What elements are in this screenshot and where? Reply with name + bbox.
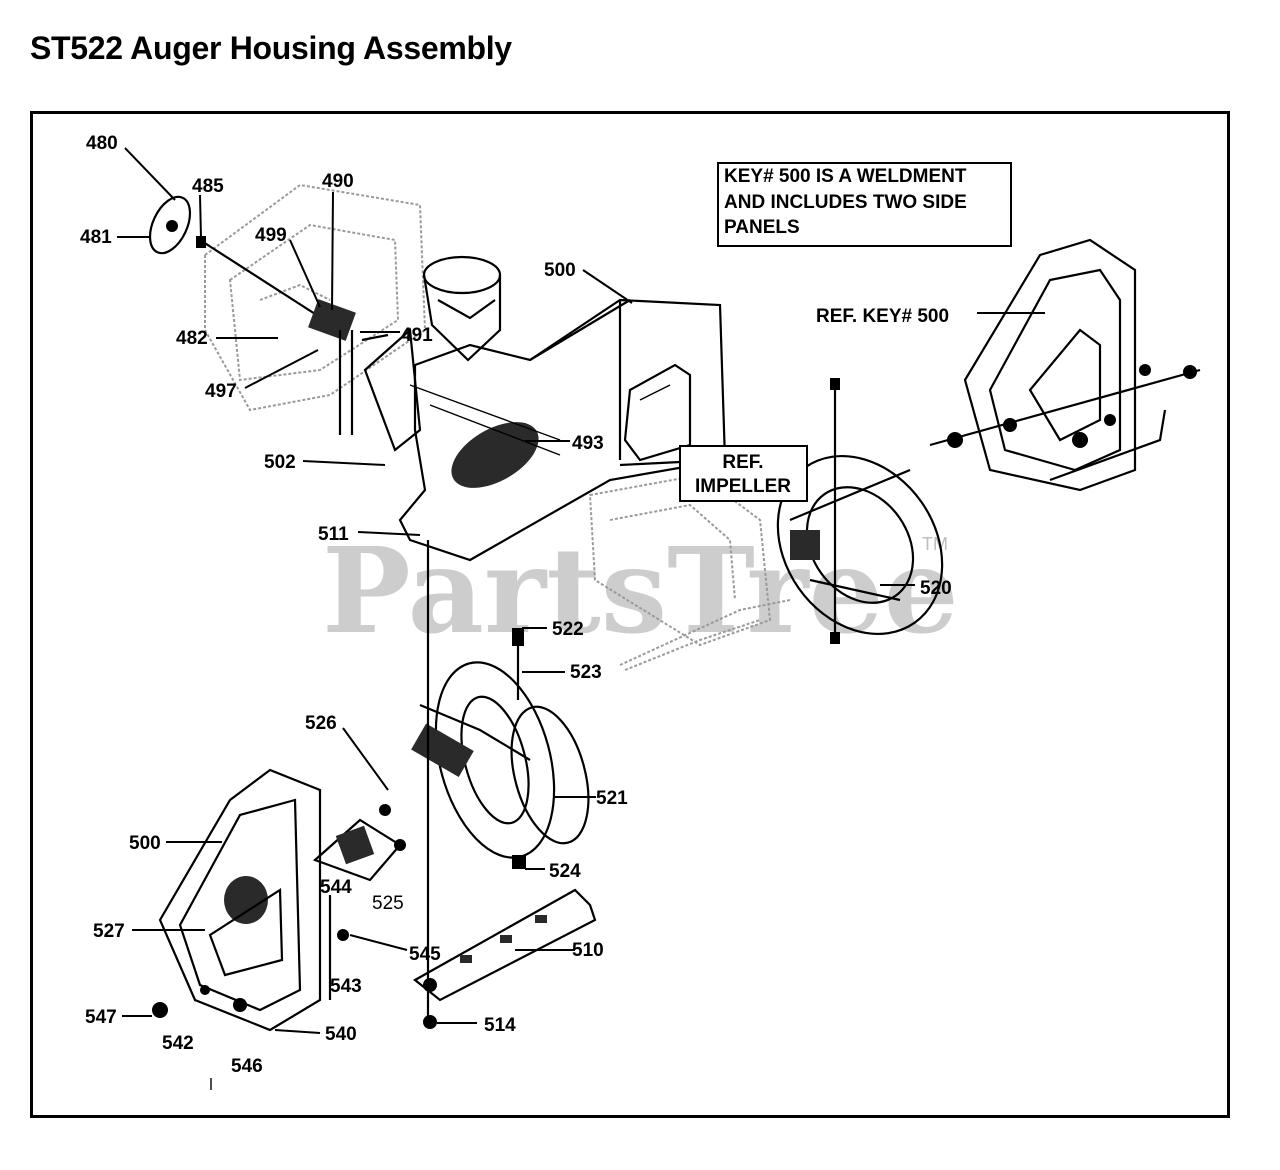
callout-482: 482 [176,328,208,349]
ref-impeller-line-2: IMPELLER [695,476,791,497]
callout-543: 543 [330,976,362,997]
shave-plate-510 [413,888,597,1029]
callout-524: 524 [549,861,581,882]
chute-part [422,255,502,362]
callout-502: 502 [264,452,296,473]
callout-522: 522 [552,619,584,640]
callout-493: 493 [572,433,604,454]
handwheel-480 [148,195,206,255]
callout-520: 520 [920,578,952,599]
callout-491: 491 [401,325,433,346]
callout-542: 542 [162,1033,194,1054]
watermark-tm: TM [922,534,948,554]
callout-497: 497 [205,381,237,402]
auger-521 [411,540,761,1020]
callout-500-top: 500 [544,260,576,281]
callout-490: 490 [322,171,354,192]
ref-impeller-box [679,445,808,502]
weldment-note-box [717,162,1012,247]
callout-540: 540 [325,1024,357,1045]
callout-485: 485 [192,176,224,197]
callout-545: 545 [409,944,441,965]
callout-523: 523 [570,662,602,683]
auger-housing-500 [363,298,727,562]
side-panel-ref-500 [929,238,1201,492]
weldment-note-line-2: AND INCLUDES TWO SIDE [724,192,967,213]
callout-525: 525 [372,893,404,914]
weldment-note-line-1: KEY# 500 IS A WELDMENT [724,166,967,187]
callout-514: 514 [484,1015,516,1036]
callout-500-left: 500 [129,833,161,854]
callout-546: 546 [231,1056,263,1077]
callout-527: 527 [93,921,125,942]
leader-lines [117,147,915,1034]
callout-511: 511 [318,524,349,545]
callout-544: 544 [320,877,352,898]
callout-480: 480 [86,133,118,154]
callout-526: 526 [305,713,337,734]
callout-499: 499 [255,225,287,246]
diagram-frame [30,111,1230,1118]
ref-key-500-label: REF. KEY# 500 [816,306,949,327]
callout-481: 481 [80,227,112,248]
side-panel-500 [152,768,406,1090]
callout-547: 547 [85,1007,117,1028]
weldment-note-line-3: PANELS [724,217,800,238]
ghost-frame-part [204,183,427,412]
callout-510: 510 [572,940,604,961]
callout-521: 521 [596,788,628,809]
ref-impeller-line-1: REF. [722,452,763,473]
page-title: ST522 Auger Housing Assembly [30,30,512,66]
shaft-bracket-490 [199,239,389,435]
